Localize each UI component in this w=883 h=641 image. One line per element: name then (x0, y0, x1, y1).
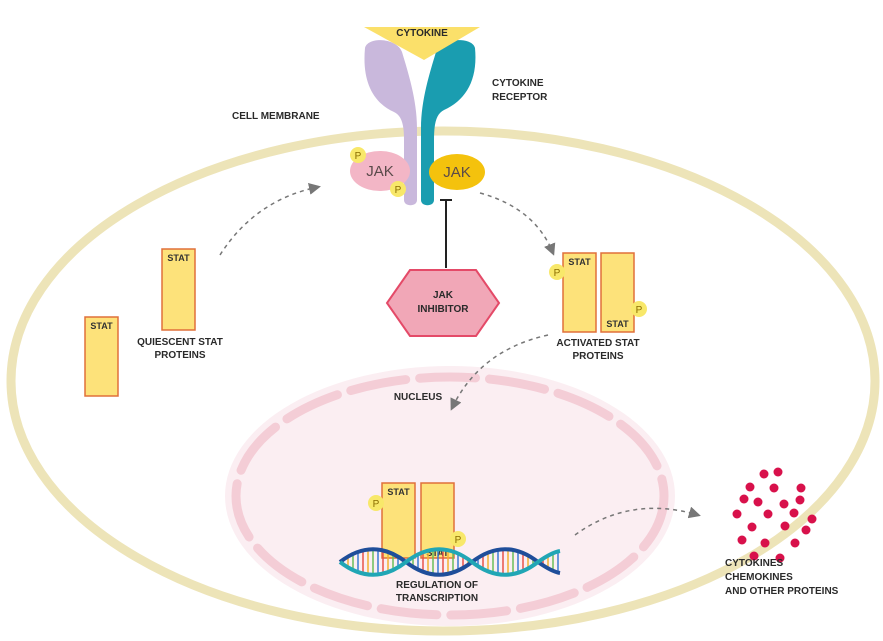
protein-dot (773, 467, 783, 477)
protein-dot (732, 509, 742, 519)
protein-dot (753, 497, 763, 507)
phospho-nuclear-1: P (368, 495, 384, 511)
quiescent-stat-label-2: PROTEINS (154, 350, 205, 361)
stat-quiescent-2: STAT (84, 316, 119, 397)
svg-text:P: P (455, 535, 462, 546)
svg-text:STAT: STAT (167, 253, 190, 263)
output-label: CYTOKINES (725, 558, 783, 569)
output-proteins (732, 467, 817, 563)
protein-dot (780, 521, 790, 531)
protein-dot (769, 483, 779, 493)
phospho-nuclear-2: P (450, 531, 466, 547)
activated-stat-label-2: PROTEINS (572, 351, 623, 362)
svg-text:CYTOKINE: CYTOKINE (396, 28, 448, 39)
cell-membrane-label: CELL MEMBRANE (232, 111, 320, 122)
jak-left: JAK (350, 151, 410, 191)
protein-dot (763, 509, 773, 519)
svg-text:JAK: JAK (443, 164, 471, 181)
protein-dot (790, 538, 800, 548)
jak-inhibitor: JAK INHIBITOR (385, 269, 501, 337)
phospho-jak-left-bottom: P (390, 181, 406, 197)
cytokine-receptor-left (364, 40, 417, 206)
cytokine-receptor-right (421, 40, 476, 206)
protein-dot (779, 499, 789, 509)
cytokine-receptor-label: CYTOKINE (492, 78, 544, 89)
protein-dot (737, 535, 747, 545)
phospho-jak-left-top: P (350, 147, 366, 163)
output-label-2: CHEMOKINES (725, 572, 793, 583)
stat-nuclear-2: STAT (420, 482, 455, 559)
regulation-label-2: TRANSCRIPTION (396, 593, 478, 604)
protein-dot (795, 495, 805, 505)
phospho-activated-2: P (631, 301, 647, 317)
phospho-activated-1: P (549, 264, 565, 280)
svg-text:STAT: STAT (90, 321, 113, 331)
svg-text:STAT: STAT (387, 487, 410, 497)
protein-dot (739, 494, 749, 504)
svg-text:JAK: JAK (433, 290, 454, 301)
protein-dot (760, 538, 770, 548)
output-label-3: AND OTHER PROTEINS (725, 586, 839, 597)
cytokine-receptor-label-2: RECEPTOR (492, 92, 548, 103)
jak-right: JAK (429, 154, 485, 190)
stat-activated-2: STAT (600, 252, 635, 333)
protein-dot (801, 525, 811, 535)
protein-dot (749, 551, 759, 561)
stat-activated-1: STAT (562, 252, 597, 333)
protein-dot (759, 469, 769, 479)
svg-text:P: P (636, 305, 643, 316)
svg-text:JAK: JAK (366, 163, 394, 180)
svg-text:P: P (395, 185, 402, 196)
svg-text:STAT: STAT (606, 319, 629, 329)
protein-dot (775, 553, 785, 563)
svg-text:P: P (554, 268, 561, 279)
svg-text:P: P (373, 499, 380, 510)
protein-dot (796, 483, 806, 493)
svg-text:INHIBITOR: INHIBITOR (418, 304, 470, 315)
svg-text:P: P (355, 151, 362, 162)
protein-dot (789, 508, 799, 518)
cytokine: CYTOKINE (364, 27, 480, 60)
regulation-label: REGULATION OF (396, 580, 478, 591)
stat-quiescent-1: STAT (161, 248, 196, 331)
protein-dot (747, 522, 757, 532)
nucleus-label: NUCLEUS (394, 392, 443, 403)
svg-text:STAT: STAT (568, 257, 591, 267)
protein-dot (807, 514, 817, 524)
inhibition-line (440, 199, 452, 268)
stat-nuclear-1: STAT (381, 482, 416, 559)
arrow-transcription-to-output (574, 506, 701, 536)
dna-helix (338, 547, 561, 577)
arrow-jak-to-activated-stat (479, 192, 556, 256)
quiescent-stat-label: QUIESCENT STAT (137, 337, 223, 348)
protein-dot (745, 482, 755, 492)
activated-stat-label: ACTIVATED STAT (556, 338, 639, 349)
